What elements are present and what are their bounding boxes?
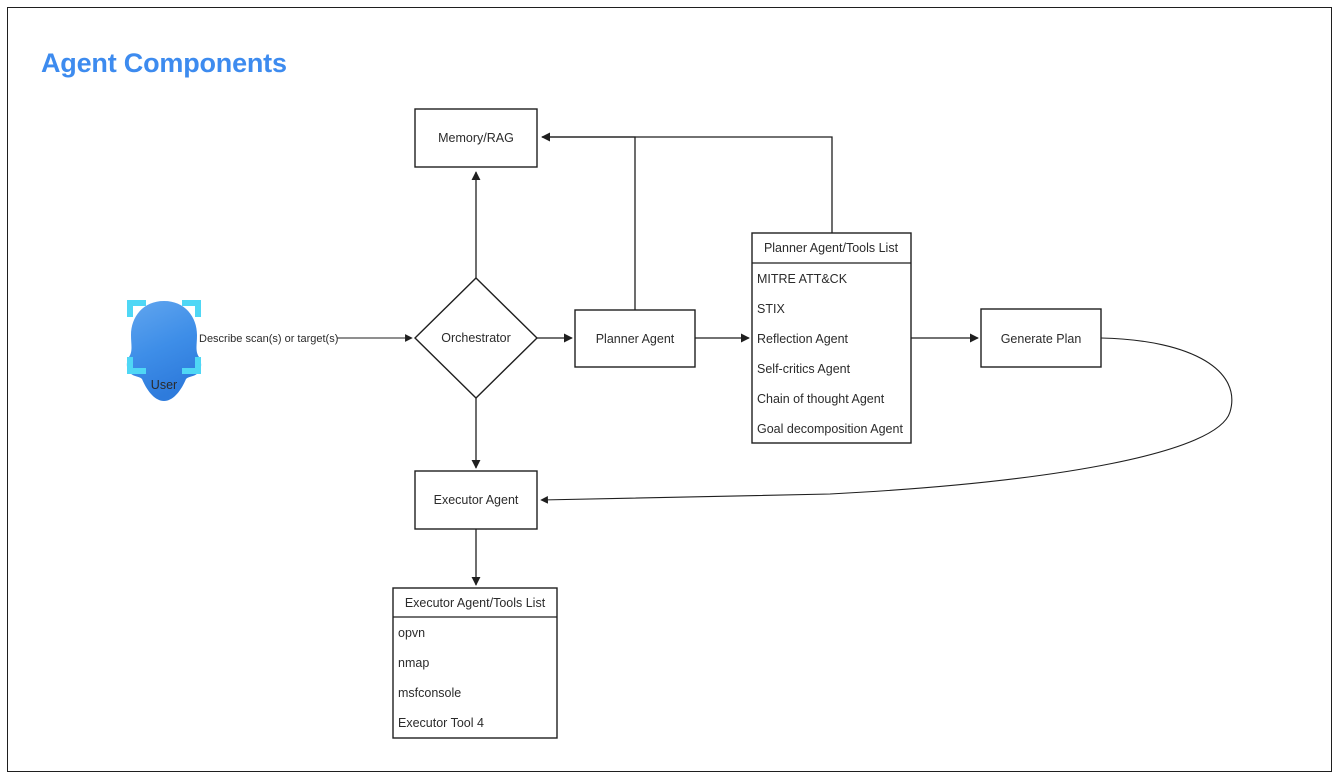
planner-tools-header: Planner Agent/Tools List bbox=[764, 241, 899, 255]
executor-tools-item[interactable]: nmap bbox=[398, 656, 429, 670]
planner-tools-item[interactable]: STIX bbox=[757, 302, 785, 316]
node-executor-agent-label: Executor Agent bbox=[434, 493, 519, 507]
node-planner-agent-label: Planner Agent bbox=[596, 332, 675, 346]
planner-tools-list[interactable]: Planner Agent/Tools List MITRE ATT&CK ST… bbox=[751, 232, 912, 444]
user-label: User bbox=[151, 378, 177, 392]
edge-user-to-orchestrator-label: Describe scan(s) or target(s) bbox=[199, 333, 338, 345]
planner-tools-item[interactable]: Reflection Agent bbox=[757, 332, 849, 346]
node-generate-plan-label: Generate Plan bbox=[1001, 332, 1082, 346]
executor-tools-item[interactable]: msfconsole bbox=[398, 686, 461, 700]
planner-tools-list-box bbox=[751, 232, 912, 444]
executor-tools-list[interactable]: Executor Agent/Tools List opvn nmap msfc… bbox=[392, 587, 558, 739]
planner-tools-item[interactable]: Self-critics Agent bbox=[757, 362, 851, 376]
node-generate-plan[interactable] bbox=[980, 308, 1102, 368]
page-title: Agent Components bbox=[41, 48, 287, 78]
planner-tools-item[interactable]: Goal decomposition Agent bbox=[757, 422, 903, 436]
executor-tools-list-box bbox=[392, 587, 558, 739]
node-memory-rag-label: Memory/RAG bbox=[438, 131, 514, 145]
planner-tools-item[interactable]: Chain of thought Agent bbox=[757, 392, 885, 406]
executor-tools-item[interactable]: opvn bbox=[398, 626, 425, 640]
executor-tools-header: Executor Agent/Tools List bbox=[405, 596, 546, 610]
edge-planner-to-memory bbox=[541, 132, 636, 310]
node-orchestrator-label: Orchestrator bbox=[441, 331, 510, 345]
node-planner-agent[interactable] bbox=[574, 309, 696, 368]
edge-generate-plan-to-executor bbox=[540, 337, 1233, 504]
edge-planner-tools-to-memory bbox=[542, 136, 833, 233]
planner-tools-item[interactable]: MITRE ATT&CK bbox=[757, 272, 848, 286]
executor-tools-item[interactable]: Executor Tool 4 bbox=[398, 716, 484, 730]
page-frame bbox=[7, 7, 1332, 772]
user-focus-brackets bbox=[127, 300, 201, 374]
node-memory-rag[interactable] bbox=[414, 108, 538, 168]
user-head-icon bbox=[126, 301, 202, 401]
